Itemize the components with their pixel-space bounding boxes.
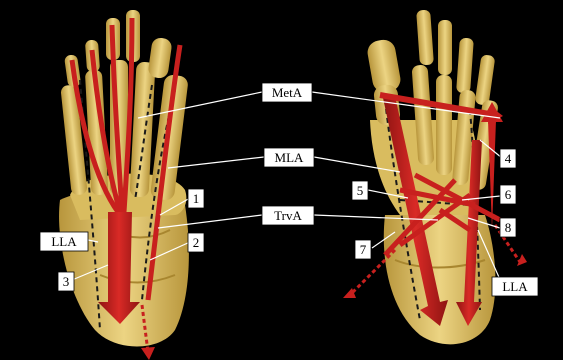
label-number-2-text: 2 <box>193 235 200 250</box>
label-meta: MetA <box>262 83 312 102</box>
label-trva-text: TrvA <box>274 208 302 223</box>
label-meta-text: MetA <box>272 85 303 100</box>
label-number-4: 4 <box>500 149 516 168</box>
label-number-5-text: 5 <box>357 183 364 198</box>
label-number-1-text: 1 <box>193 191 200 206</box>
label-lla-left-text: LLA <box>51 234 77 249</box>
label-number-3-text: 3 <box>63 274 70 289</box>
label-number-7-text: 7 <box>360 242 367 257</box>
label-number-1: 1 <box>188 189 204 208</box>
label-mla-text: MLA <box>275 150 305 165</box>
label-number-2: 2 <box>188 233 204 252</box>
label-number-5: 5 <box>352 181 368 200</box>
label-number-3: 3 <box>58 272 74 291</box>
label-lla-right: LLA <box>492 277 538 296</box>
label-number-8-text: 8 <box>505 220 512 235</box>
label-number-7: 7 <box>355 240 371 259</box>
label-number-4-text: 4 <box>505 151 512 166</box>
label-trva: TrvA <box>262 206 314 225</box>
label-number-8: 8 <box>500 218 516 237</box>
label-mla: MLA <box>264 148 314 167</box>
label-number-6-text: 6 <box>505 187 512 202</box>
label-lla-right-text: LLA <box>502 279 528 294</box>
label-number-6: 6 <box>500 185 516 204</box>
label-lla-left: LLA <box>40 232 88 251</box>
